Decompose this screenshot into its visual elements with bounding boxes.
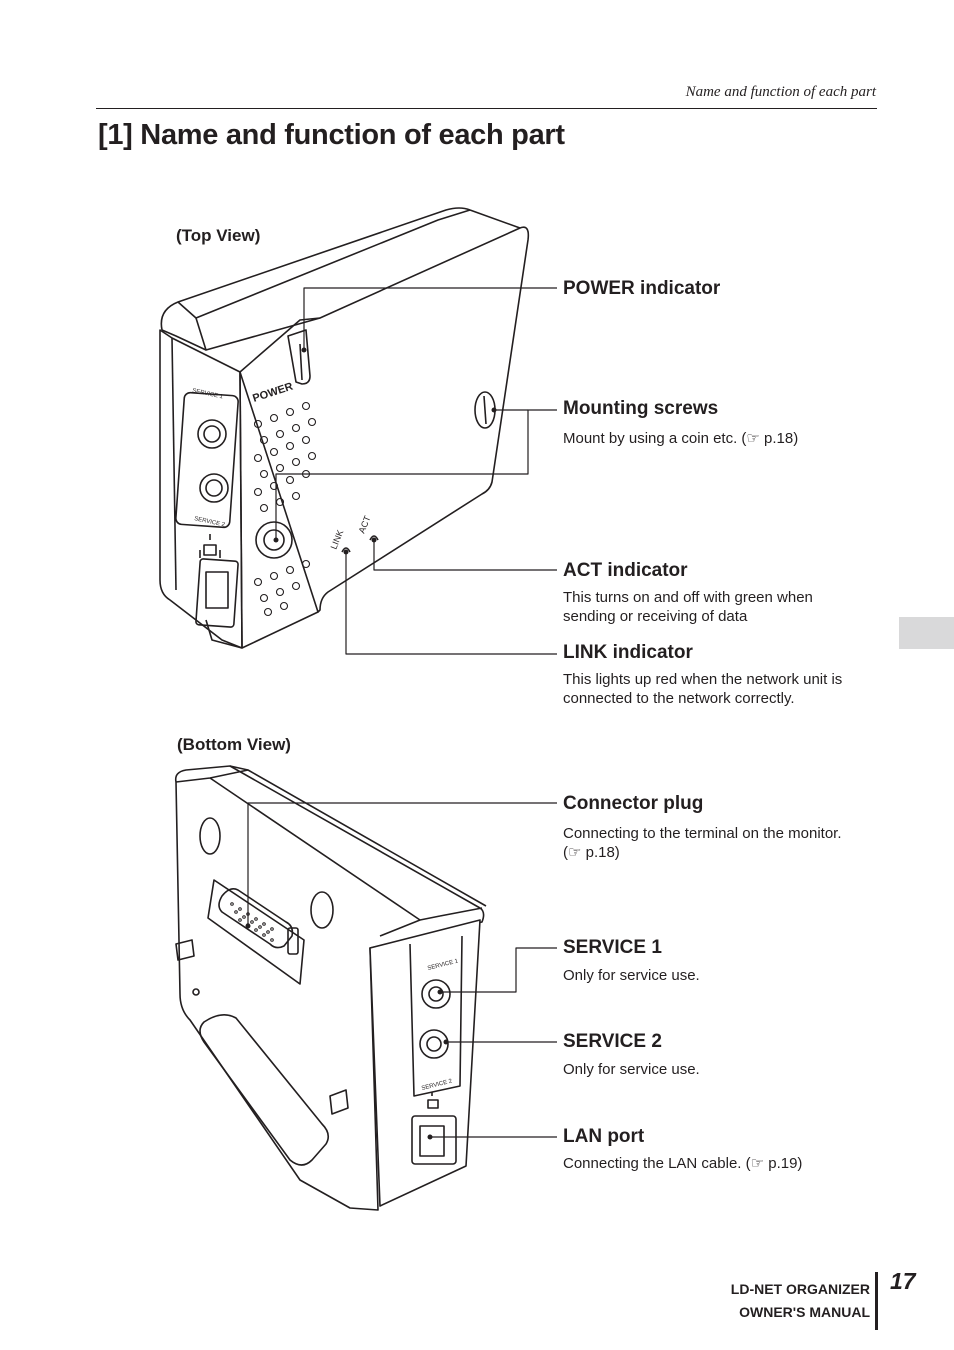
callout-act-indicator-desc: This turns on and off with green when se… [563, 589, 813, 625]
footer-line-1: LD-NET ORGANIZER [730, 1281, 870, 1297]
callout-lan-port: LAN port [563, 1126, 645, 1147]
running-header: Name and function of each part [685, 84, 876, 100]
callout-act-indicator: ACT indicator [563, 560, 688, 581]
callout-connector-plug-desc: Connecting to the terminal on the monito… [563, 825, 842, 861]
top-view-device [159, 207, 530, 649]
callout-lan-port-desc: Connecting the LAN cable. (☞ p.19) [563, 1155, 803, 1172]
page-title: [1] Name and function of each part [98, 119, 565, 151]
footer-manual-title: LD-NET ORGANIZER OWNER'S MANUAL [700, 1278, 870, 1324]
callout-service-2: SERVICE 2 [563, 1031, 662, 1052]
callout-service-1: SERVICE 1 [563, 937, 662, 958]
bottom-view-leader-lines [247, 802, 557, 1138]
callout-link-indicator-desc: This lights up red when the network unit… [563, 671, 843, 707]
header-rule [96, 108, 877, 109]
footer-line-2: OWNER'S MANUAL [739, 1304, 870, 1320]
callout-power-indicator: POWER indicator [563, 278, 721, 299]
callout-connector-plug: Connector plug [563, 793, 704, 814]
callout-mounting-screws: Mounting screws [563, 398, 719, 419]
bottom-view-label: (Bottom View) [177, 735, 291, 754]
callout-service-1-desc: Only for service use. [563, 967, 700, 984]
bottom-view-device [174, 765, 487, 1211]
top-view-leader-lines [275, 287, 557, 655]
section-tab [899, 617, 954, 649]
callout-mounting-screws-desc: Mount by using a coin etc. (☞ p.18) [563, 430, 799, 447]
page-number: 17 [890, 1268, 916, 1294]
top-view-label: (Top View) [176, 226, 261, 245]
callout-service-2-desc: Only for service use. [563, 1061, 700, 1078]
callout-link-indicator: LINK indicator [563, 642, 693, 663]
footer-divider [875, 1272, 878, 1330]
